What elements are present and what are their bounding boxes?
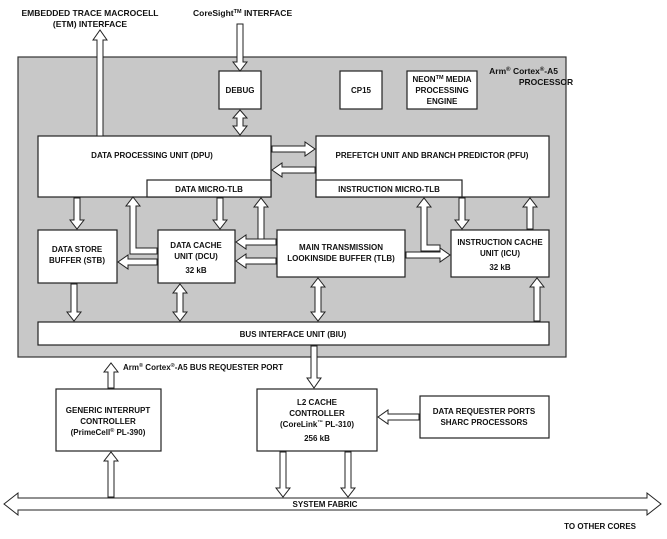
fabric-to-gic-arrow [102, 451, 120, 498]
coresight-label: CoreSightTM INTERFACE [193, 8, 292, 18]
pfu-to-icu-arrow [453, 197, 471, 230]
gic-block [55, 388, 162, 452]
data-micro-tlb-block [146, 179, 272, 198]
biu-to-l2-arrow [306, 345, 322, 389]
debug-label: DEBUG [226, 86, 255, 95]
neon-label-line2: PROCESSING [415, 86, 468, 95]
instruction-micro-tlb-block [315, 179, 463, 198]
l2-to-fabric-arrow-left [274, 451, 292, 498]
icu-block [450, 229, 550, 278]
etm-label-line1: EMBEDDED TRACE MACROCELL [22, 8, 159, 18]
to-other-cores-label: TO OTHER CORES [564, 522, 637, 531]
bus-requester-port-label: Arm® Cortex®-A5 BUS REQUESTER PORT [123, 362, 283, 372]
dcu-block [157, 229, 236, 284]
neon-label-line3: ENGINE [427, 97, 458, 106]
tlb-biu-arrow [309, 277, 327, 322]
system-fabric-bus [3, 491, 662, 517]
tlb-to-icu-arrow [405, 247, 451, 263]
icu-size: 32 kB [489, 263, 511, 272]
instruction-micro-tlb-label: INSTRUCTION MICRO-TLB [338, 185, 440, 194]
dcu-to-dpu-arrow [124, 196, 158, 255]
icu-label-line2: UNIT (ICU) [480, 249, 520, 258]
gic-label-line3: (PrimeCell® PL-390) [71, 427, 146, 437]
data-requester-ports-block [419, 395, 550, 439]
icu-label-line1: INSTRUCTION CACHE [457, 238, 543, 247]
dpu-to-dcu-arrow [211, 197, 229, 230]
cp15-block [339, 70, 383, 110]
coresight-arrow [231, 23, 249, 72]
data-requester-ports-label-line1: DATA REQUESTER PORTS [433, 407, 536, 416]
requester-ports-to-l2-arrow [377, 409, 420, 425]
biu-to-icu-arrow [528, 277, 546, 322]
data-micro-tlb-label: DATA MICRO-TLB [175, 185, 243, 194]
tlb-to-data-micro-tlb-arrow [252, 197, 270, 241]
etm-label-line2: (ETM) INTERFACE [53, 19, 127, 29]
processor-subtitle: PROCESSOR [519, 77, 573, 87]
dpu-to-pfu-arrow [271, 141, 316, 157]
l2-label-line1: L2 CACHE [297, 398, 338, 407]
neon-label-line1: NEONTM MEDIA [412, 75, 471, 84]
dcu-label-line2: UNIT (DCU) [174, 252, 218, 261]
stb-to-biu-arrow [65, 283, 83, 322]
dcu-biu-arrow [171, 283, 189, 322]
l2-to-fabric-arrow-right [339, 451, 357, 498]
cp15-label: CP15 [351, 86, 372, 95]
system-fabric-label: SYSTEM FABRIC [293, 500, 358, 509]
dpu-label: DATA PROCESSING UNIT (DPU) [91, 151, 213, 160]
dpu-to-stb-arrow [68, 197, 86, 230]
gic-to-bus-port-arrow [102, 362, 120, 389]
stb-block [37, 229, 118, 284]
dcu-label-line1: DATA CACHE [170, 241, 222, 250]
gic-label-line1: GENERIC INTERRUPT [66, 406, 151, 415]
neon-block [406, 70, 478, 110]
dcu-to-stb-arrow [117, 254, 158, 270]
l2-label-line2: CONTROLLER [289, 409, 345, 418]
biu-label: BUS INTERFACE UNIT (BIU) [240, 330, 347, 339]
processor-title: Arm® Cortex®-A5 [489, 66, 558, 76]
main-tlb-label-line1: MAIN TRANSMISSION [299, 243, 383, 252]
biu-block [37, 321, 550, 346]
icu-to-pfu-arrow [521, 197, 539, 230]
stb-label-line1: DATA STORE [52, 245, 103, 254]
data-requester-ports-label-line2: SHARC PROCESSORS [440, 418, 528, 427]
l2-label-line3: (CoreLink™ PL-310) [280, 420, 354, 429]
main-tlb-label-line2: LOOKINSIDE BUFFER (TLB) [287, 254, 395, 263]
pfu-label: PREFETCH UNIT AND BRANCH PREDICTOR (PFU) [336, 151, 529, 160]
debug-block [218, 70, 262, 110]
l2-size: 256 kB [304, 434, 330, 443]
stb-label-line2: BUFFER (STB) [49, 256, 105, 265]
gic-label-line2: CONTROLLER [80, 417, 136, 426]
main-tlb-block [276, 229, 406, 278]
dcu-size: 32 kB [185, 266, 207, 275]
debug-dpu-arrow [231, 109, 249, 136]
l2-cache-controller-block [256, 388, 378, 452]
etm-arrow [92, 29, 108, 137]
tlb-to-dcu-arrow-lower [235, 253, 277, 269]
tlb-to-dcu-arrow-upper [235, 234, 277, 250]
pfu-to-dpu-arrow [271, 162, 316, 178]
